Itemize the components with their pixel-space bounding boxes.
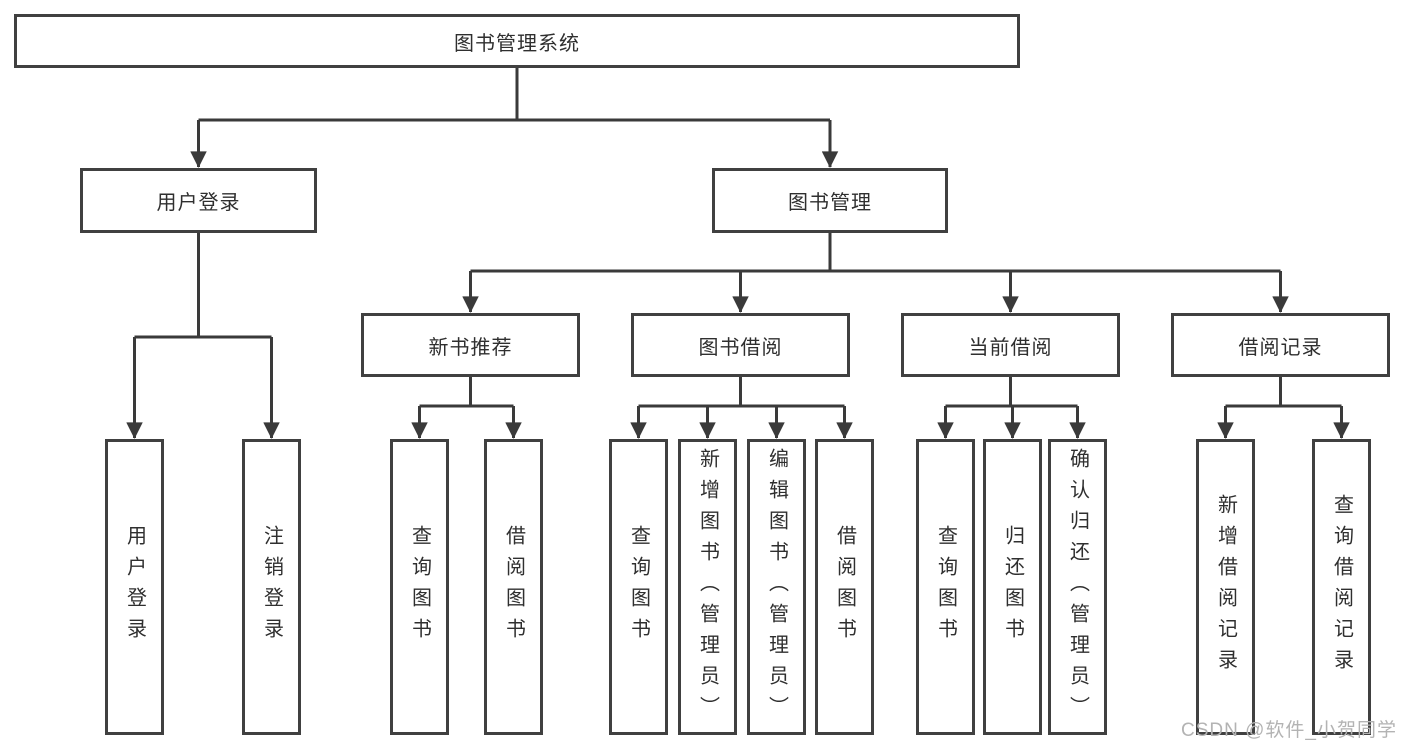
- leaf-borrow-book: 借阅图书: [815, 439, 874, 735]
- leaf-query-book-recommend: 查询图书: [390, 439, 449, 735]
- node-book-borrow: 图书借阅: [631, 313, 850, 377]
- connector-backbone: [134, 68, 1342, 408]
- leaf-borrow-book-recommend: 借阅图书: [484, 439, 543, 735]
- leaf-return-book: 归还图书: [983, 439, 1042, 735]
- leaf-query-book-borrow: 查询图书: [609, 439, 668, 735]
- node-root: 图书管理系统: [14, 14, 1020, 68]
- node-borrow-records: 借阅记录: [1171, 313, 1390, 377]
- watermark: CSDN @软件_小贺同学: [1181, 720, 1397, 741]
- leaf-query-book-current: 查询图书: [916, 439, 975, 735]
- leaf-add-borrow-record: 新增借阅记录: [1196, 439, 1255, 735]
- leaf-user-login: 用户登录: [105, 439, 164, 735]
- leaf-logout: 注销登录: [242, 439, 301, 735]
- node-new-book-recommend: 新书推荐: [361, 313, 580, 377]
- node-current-borrow: 当前借阅: [901, 313, 1120, 377]
- node-book-management: 图书管理: [712, 168, 948, 233]
- leaf-query-borrow-record: 查询借阅记录: [1312, 439, 1371, 735]
- leaf-confirm-return-admin: 确认归还（管理员）: [1048, 439, 1107, 735]
- leaf-edit-book-admin: 编辑图书（管理员）: [747, 439, 806, 735]
- node-user-login: 用户登录: [80, 168, 317, 233]
- leaf-add-book-admin: 新增图书（管理员）: [678, 439, 737, 735]
